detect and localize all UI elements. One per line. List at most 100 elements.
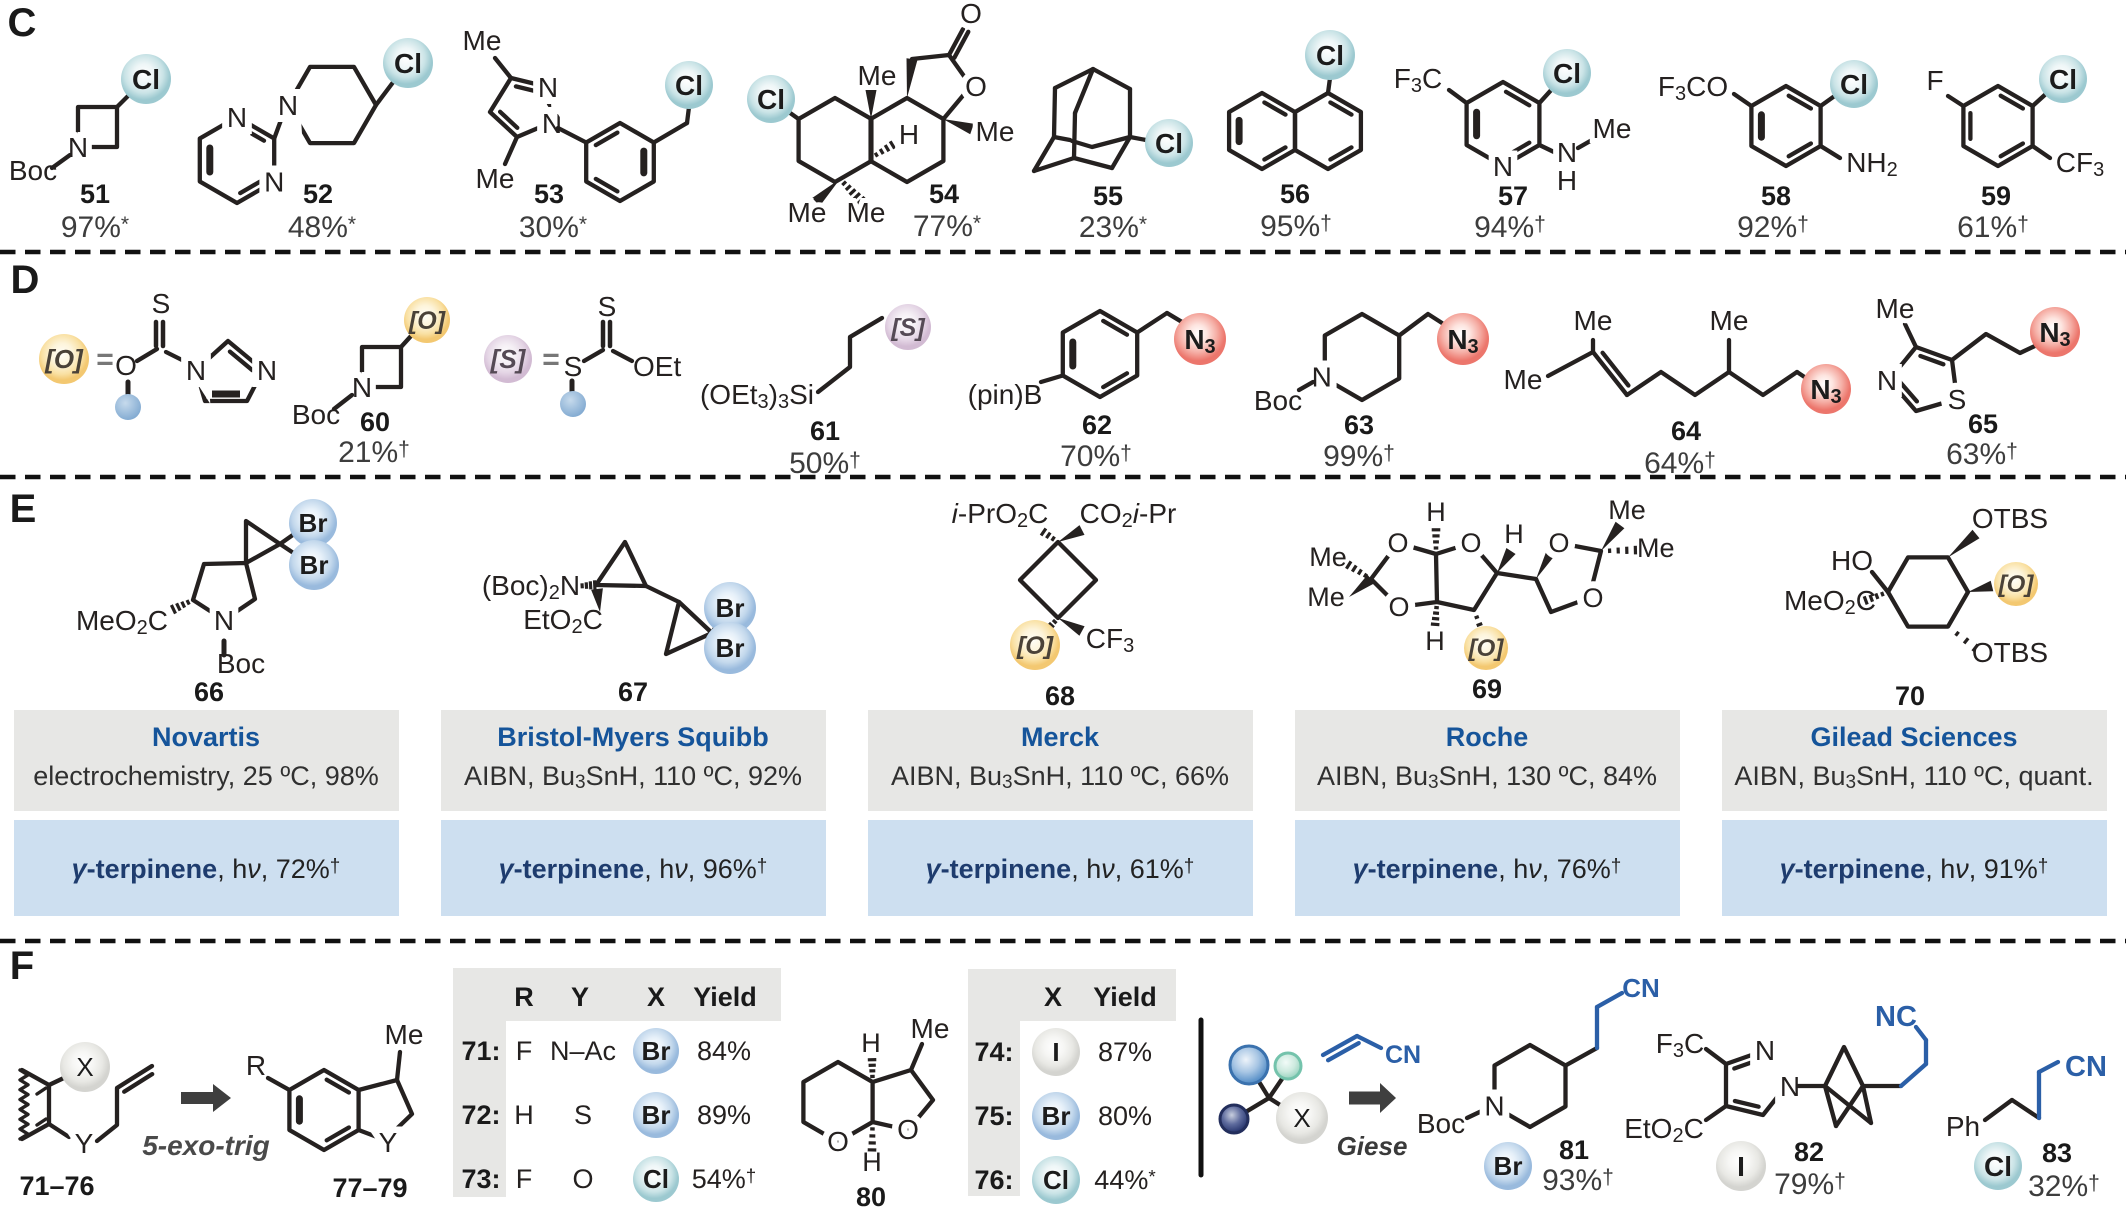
svg-text:69: 69 <box>1472 674 1502 704</box>
svg-text:[O]: [O] <box>44 344 84 374</box>
svg-text:Giese: Giese <box>1337 1131 1408 1161</box>
svg-text:52: 52 <box>303 179 333 209</box>
svg-text:O: O <box>115 350 137 381</box>
svg-text:OTBS: OTBS <box>1972 637 2048 668</box>
svg-text:N: N <box>68 132 88 163</box>
svg-text:N: N <box>1755 1035 1775 1066</box>
svg-text:48%*: 48%* <box>288 211 356 244</box>
svg-text:Y: Y <box>571 982 589 1012</box>
svg-text:Br: Br <box>716 633 745 663</box>
svg-text:Bristol-Myers Squibb: Bristol-Myers Squibb <box>497 722 769 752</box>
svg-text:54: 54 <box>929 179 959 209</box>
svg-text:F3CO: F3CO <box>1658 71 1728 105</box>
svg-text:Cl: Cl <box>1316 40 1344 71</box>
svg-text:97%*: 97%* <box>61 211 129 244</box>
svg-text:N: N <box>1484 1091 1504 1122</box>
svg-text:58: 58 <box>1761 181 1791 211</box>
svg-text:75:: 75: <box>974 1101 1013 1131</box>
svg-text:Me: Me <box>788 197 827 228</box>
svg-text:82: 82 <box>1794 1137 1824 1167</box>
svg-text:electrochemistry, 25 ºC, 98%: electrochemistry, 25 ºC, 98% <box>33 761 379 791</box>
svg-text:Cl: Cl <box>2049 64 2077 95</box>
svg-text:65: 65 <box>1968 409 1998 439</box>
svg-text:61: 61 <box>810 416 840 446</box>
svg-text:F: F <box>516 1036 533 1066</box>
svg-text:Novartis: Novartis <box>152 722 260 752</box>
svg-text:Me: Me <box>463 25 502 56</box>
svg-text:Y: Y <box>379 1127 398 1158</box>
svg-text:CN: CN <box>1385 1041 1421 1069</box>
svg-text:94%†: 94%† <box>1474 211 1546 244</box>
svg-text:74:: 74: <box>974 1037 1013 1067</box>
svg-text:N: N <box>538 72 558 103</box>
svg-text:Br: Br <box>1494 1151 1523 1181</box>
svg-text:F: F <box>1926 65 1943 96</box>
svg-text:HO: HO <box>1831 545 1873 576</box>
svg-text:OEt: OEt <box>633 351 681 382</box>
svg-text:Cl: Cl <box>643 1164 669 1194</box>
svg-text:N: N <box>278 90 298 121</box>
svg-text:63: 63 <box>1344 410 1374 440</box>
svg-text:Cl: Cl <box>1553 58 1581 89</box>
svg-text:Me: Me <box>476 163 515 194</box>
svg-text:N: N <box>1557 137 1577 168</box>
svg-text:O: O <box>965 71 987 102</box>
svg-text:MeO2C: MeO2C <box>1784 585 1876 619</box>
svg-text:72:: 72: <box>461 1100 500 1130</box>
svg-text:Br: Br <box>1042 1101 1071 1131</box>
svg-text:Br: Br <box>642 1036 671 1066</box>
svg-text:CF3: CF3 <box>2056 147 2104 181</box>
svg-text:68: 68 <box>1045 681 1075 711</box>
svg-text:MeO2C: MeO2C <box>76 605 168 639</box>
svg-text:F: F <box>516 1164 533 1194</box>
svg-text:Cl: Cl <box>1155 128 1183 159</box>
svg-text:i-PrO2C: i-PrO2C <box>952 498 1049 532</box>
svg-text:S: S <box>1948 384 1967 415</box>
svg-text:I: I <box>1737 1151 1745 1182</box>
svg-text:O: O <box>1548 528 1569 558</box>
svg-text:32%†: 32%† <box>2028 1170 2100 1203</box>
svg-text:X: X <box>1044 982 1062 1012</box>
svg-text:H: H <box>861 1028 881 1058</box>
svg-text:Me: Me <box>1574 305 1613 336</box>
svg-text:D: D <box>11 258 40 302</box>
svg-text:=: = <box>542 343 560 376</box>
svg-text:N: N <box>264 167 284 198</box>
svg-text:Br: Br <box>299 508 328 538</box>
svg-text:Me: Me <box>1876 293 1915 324</box>
svg-text:CN: CN <box>2065 1051 2107 1083</box>
svg-text:[O]: [O] <box>408 307 447 335</box>
svg-text:66: 66 <box>194 677 224 707</box>
svg-text:S: S <box>574 1100 592 1130</box>
svg-text:Cl: Cl <box>675 70 703 101</box>
svg-text:70%†: 70%† <box>1060 440 1132 473</box>
svg-text:AIBN, Bu3SnH, 110 ºC, 92%: AIBN, Bu3SnH, 110 ºC, 92% <box>464 761 802 793</box>
svg-text:O: O <box>1388 592 1409 622</box>
svg-text:53: 53 <box>534 179 564 209</box>
svg-text:γ-terpinene, hν, 91%†: γ-terpinene, hν, 91%† <box>1780 854 2049 884</box>
svg-text:NH2: NH2 <box>1846 147 1898 181</box>
svg-text:61%†: 61%† <box>1957 211 2029 244</box>
svg-text:Boc: Boc <box>292 399 340 430</box>
svg-text:Roche: Roche <box>1446 722 1529 752</box>
svg-text:C: C <box>8 1 37 45</box>
svg-text:Merck: Merck <box>1021 722 1100 752</box>
svg-text:70: 70 <box>1895 681 1925 711</box>
svg-text:62: 62 <box>1082 410 1112 440</box>
svg-text:H: H <box>514 1100 534 1130</box>
svg-text:γ-terpinene, hν, 61%†: γ-terpinene, hν, 61%† <box>926 854 1195 884</box>
svg-text:N: N <box>542 108 562 139</box>
svg-text:76:: 76: <box>974 1165 1013 1195</box>
svg-text:R: R <box>246 1050 266 1081</box>
svg-text:Me: Me <box>911 1013 950 1044</box>
svg-text:73:: 73: <box>461 1164 500 1194</box>
svg-text:64: 64 <box>1671 416 1701 446</box>
svg-text:O: O <box>960 0 982 29</box>
svg-text:50%†: 50%† <box>789 447 861 480</box>
svg-text:Me: Me <box>847 197 886 228</box>
svg-text:AIBN, Bu3SnH, 130 ºC, 84%: AIBN, Bu3SnH, 130 ºC, 84% <box>1317 761 1657 793</box>
svg-text:81: 81 <box>1559 1135 1589 1165</box>
svg-text:N: N <box>214 605 234 636</box>
svg-text:80: 80 <box>856 1182 886 1212</box>
svg-text:71–76: 71–76 <box>19 1171 94 1201</box>
